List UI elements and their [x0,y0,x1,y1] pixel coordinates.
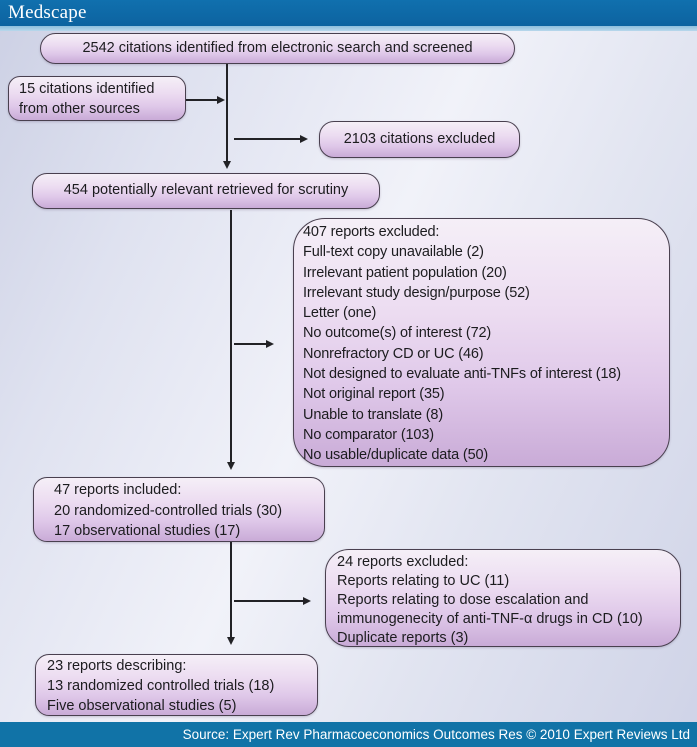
box-line: 13 randomized controlled trials (18) [47,678,275,694]
box-reports-excluded-407: 407 reports excluded: Full-text copy una… [293,218,670,467]
box-reports-describing-23: 23 reports describing: 13 randomized con… [35,654,318,716]
box-line: No usable/duplicate data (50) [303,447,489,464]
flow-line-retrieved-to-included [230,210,232,463]
box-line: 17 observational studies (17) [54,523,241,539]
box-line: 454 potentially relevant retrieved for s… [63,182,349,198]
flow-line-to-reports-excluded-24 [234,600,304,602]
box-other-sources: 15 citations identified from other sourc… [8,76,186,121]
flow-line-included-to-describing [230,542,232,638]
box-line: 23 reports describing: [47,658,187,674]
box-reports-included-47: 47 reports included: 20 randomized-contr… [33,477,325,542]
box-reports-excluded-24: 24 reports excluded: Reports relating to… [325,549,681,647]
source-credit-bar: Source: Expert Rev Pharmacoeconomics Out… [0,722,697,747]
box-retrieved-for-scrutiny: 454 potentially relevant retrieved for s… [32,173,380,209]
box-line: Five observational studies (5) [47,698,237,714]
box-line: Nonrefractory CD or UC (46) [303,345,484,362]
header-bar: Medscape [0,0,697,26]
flow-line-other-sources [186,99,218,101]
box-line: Irrelevant patient population (20) [303,264,507,281]
source-credit-text: Source: Expert Rev Pharmacoeconomics Out… [182,727,690,742]
box-line: 20 randomized-controlled trials (30) [54,502,283,519]
box-line: 15 citations identified [19,81,155,97]
box-line: Reports relating to UC (11) [337,573,510,589]
box-line: 47 reports included: [54,482,182,498]
box-line: Not original report (35) [303,386,445,403]
arrowhead-down-into-retrieved [222,161,231,169]
box-citations-screened: 2542 citations identified from electroni… [40,33,515,64]
box-line: immunogenecity of anti-TNF-α drugs in CD… [337,611,643,627]
box-line: Reports relating to dose escalation and [337,592,589,608]
flow-line-screened-to-retrieved [226,64,228,162]
box-line: 2542 citations identified from electroni… [82,40,473,56]
arrowhead-right-other-sources [217,95,225,104]
box-line: Full-text copy unavailable (2) [303,244,484,261]
box-line: Letter (one) [303,305,377,322]
box-line: Duplicate reports (3) [337,630,469,646]
box-line: 407 reports excluded: [303,224,440,240]
box-line: from other sources [19,101,140,117]
arrowhead-right-citations-excluded [300,134,308,143]
header-accent-stripe [0,26,697,31]
arrowhead-right-reports-excluded-407 [266,339,274,348]
box-line: Not designed to evaluate anti-TNFs of in… [303,366,621,383]
arrowhead-right-reports-excluded-24 [303,596,311,605]
medscape-logo: Medscape [8,2,87,23]
box-line: 2103 citations excluded [343,131,496,147]
arrowhead-down-into-describing [226,637,235,645]
box-line: 24 reports excluded: [337,554,469,570]
box-line: No outcome(s) of interest (72) [303,325,492,342]
arrowhead-down-into-included [226,462,235,470]
box-line: Irrelevant study design/purpose (52) [303,284,530,301]
box-citations-excluded: 2103 citations excluded [319,121,520,158]
box-line: Unable to translate (8) [303,406,444,423]
flow-line-to-citations-excluded [234,138,301,140]
flow-line-to-reports-excluded-407 [234,343,267,345]
box-line: No comparator (103) [303,426,434,443]
